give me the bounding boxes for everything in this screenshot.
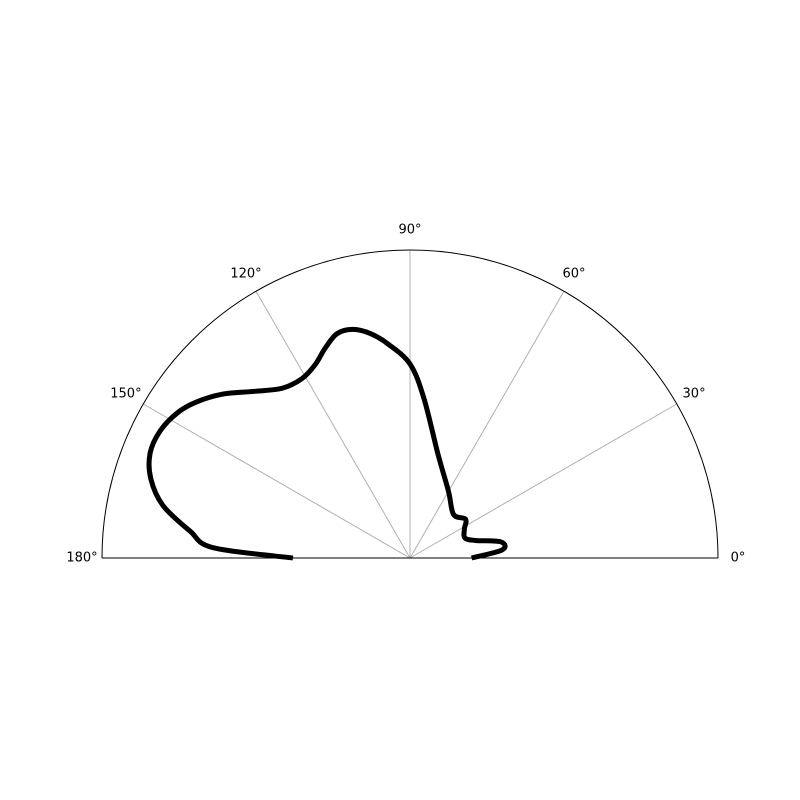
theta-tick-label-180: 180°: [66, 551, 97, 566]
theta-tick-label-150: 150°: [110, 387, 141, 402]
theta-tick-label-30: 30°: [683, 387, 706, 402]
theta-tick-label-120: 120°: [230, 266, 261, 281]
grid-layer: [143, 250, 677, 559]
grid-spoke-150: [143, 403, 411, 559]
frame-layer: [101, 249, 719, 559]
grid-spoke-30: [409, 403, 677, 559]
grid-spoke-120: [255, 291, 411, 559]
theta-tick-label-60: 60°: [562, 266, 585, 281]
series-layer: [146, 326, 508, 561]
series-line-0: [146, 326, 508, 561]
outer-arc: [101, 249, 719, 559]
grid-spoke-60: [409, 291, 565, 559]
label-layer: 0° 30° 60° 90° 120° 150° 180°: [66, 223, 745, 566]
theta-tick-label-90: 90°: [398, 223, 421, 238]
theta-tick-label-0: 0°: [731, 551, 746, 566]
